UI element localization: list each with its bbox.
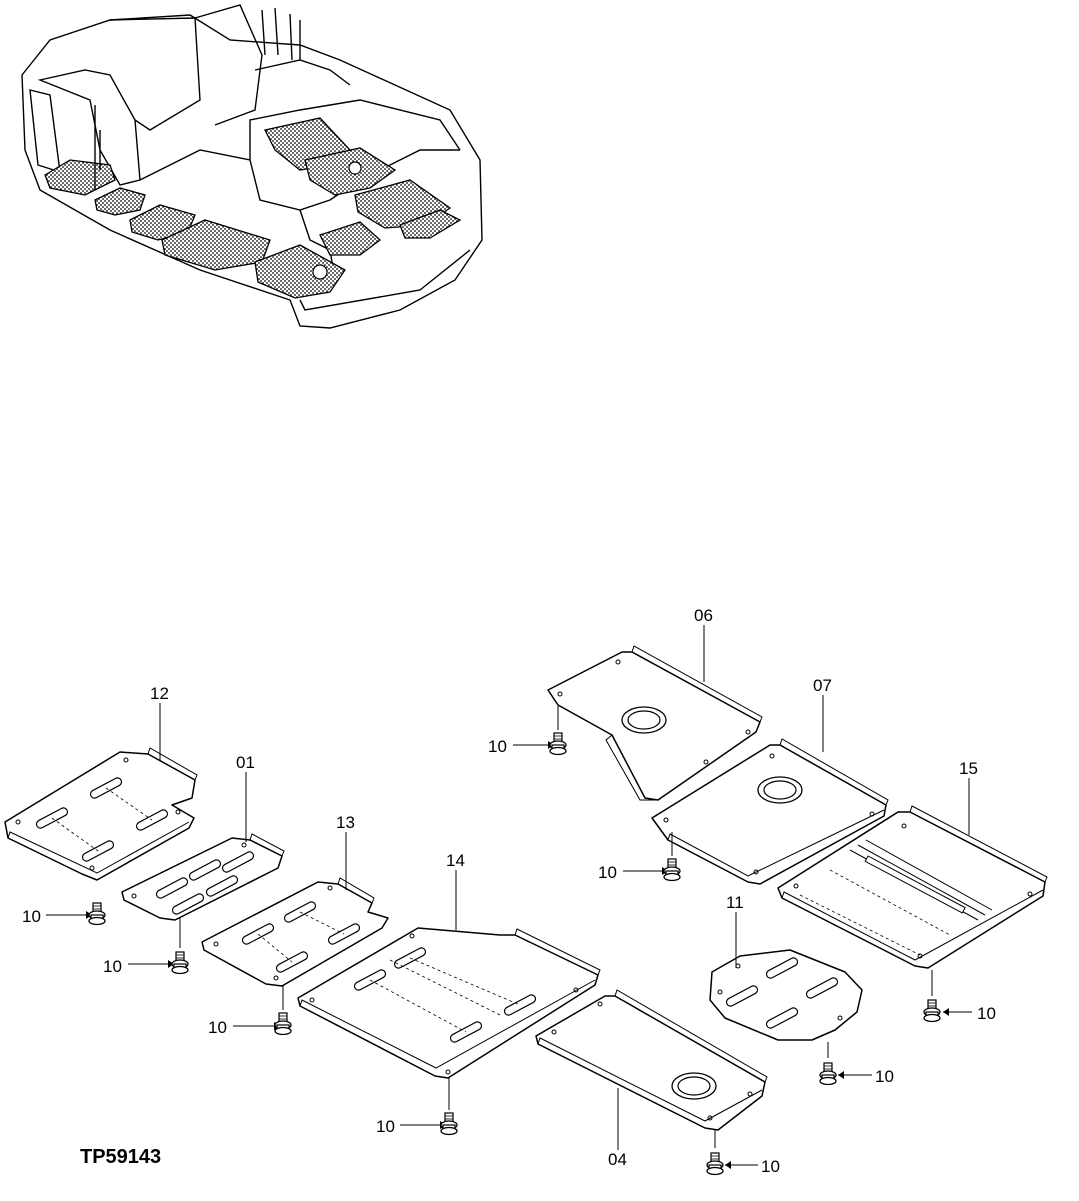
callout-10-h: 10	[875, 1067, 894, 1086]
plate-01	[121, 833, 285, 921]
bolts: 10 10 10 10 10	[22, 706, 996, 1176]
plate-13	[201, 877, 389, 987]
callouts: 12 01 13 14 04 06 07 15 11	[150, 606, 978, 1169]
callout-06: 06	[694, 606, 713, 625]
plate-14	[297, 927, 601, 1079]
callout-10-g: 10	[977, 1004, 996, 1023]
callout-15: 15	[959, 759, 978, 778]
callout-01: 01	[236, 753, 255, 772]
plate-04	[535, 989, 768, 1131]
figure-code: TP59143	[80, 1146, 161, 1168]
bolt-10-d: 10	[376, 1078, 458, 1136]
plate-11	[709, 949, 863, 1041]
bolt-10-g: 10	[923, 970, 996, 1023]
plate-12	[4, 747, 198, 881]
bolt-10-c: 10	[208, 985, 292, 1037]
callout-10-b: 10	[103, 957, 122, 976]
callout-07: 07	[813, 676, 832, 695]
bolt-10-i: 10	[706, 1130, 780, 1176]
machine-overview-drawing	[21, 4, 483, 329]
plate-07	[651, 738, 889, 885]
callout-14: 14	[446, 851, 465, 870]
plate-06	[547, 645, 763, 801]
bolt-10-h: 10	[819, 1042, 894, 1086]
callout-10-d: 10	[376, 1117, 395, 1136]
callout-13: 13	[336, 813, 355, 832]
plate-15	[777, 805, 1048, 969]
bolt-10-b: 10	[103, 918, 189, 976]
callout-10-e: 10	[488, 737, 507, 756]
callout-11: 11	[726, 893, 744, 912]
callout-10-i: 10	[761, 1157, 780, 1176]
callout-04: 04	[608, 1150, 627, 1169]
callout-10-a: 10	[22, 907, 41, 926]
callout-12: 12	[150, 684, 169, 703]
bolt-10-e: 10	[488, 706, 567, 756]
bolt-10-a: 10	[22, 902, 106, 926]
callout-10-f: 10	[598, 863, 617, 882]
bolt-10-f: 10	[598, 832, 681, 882]
callout-10-c: 10	[208, 1018, 227, 1037]
